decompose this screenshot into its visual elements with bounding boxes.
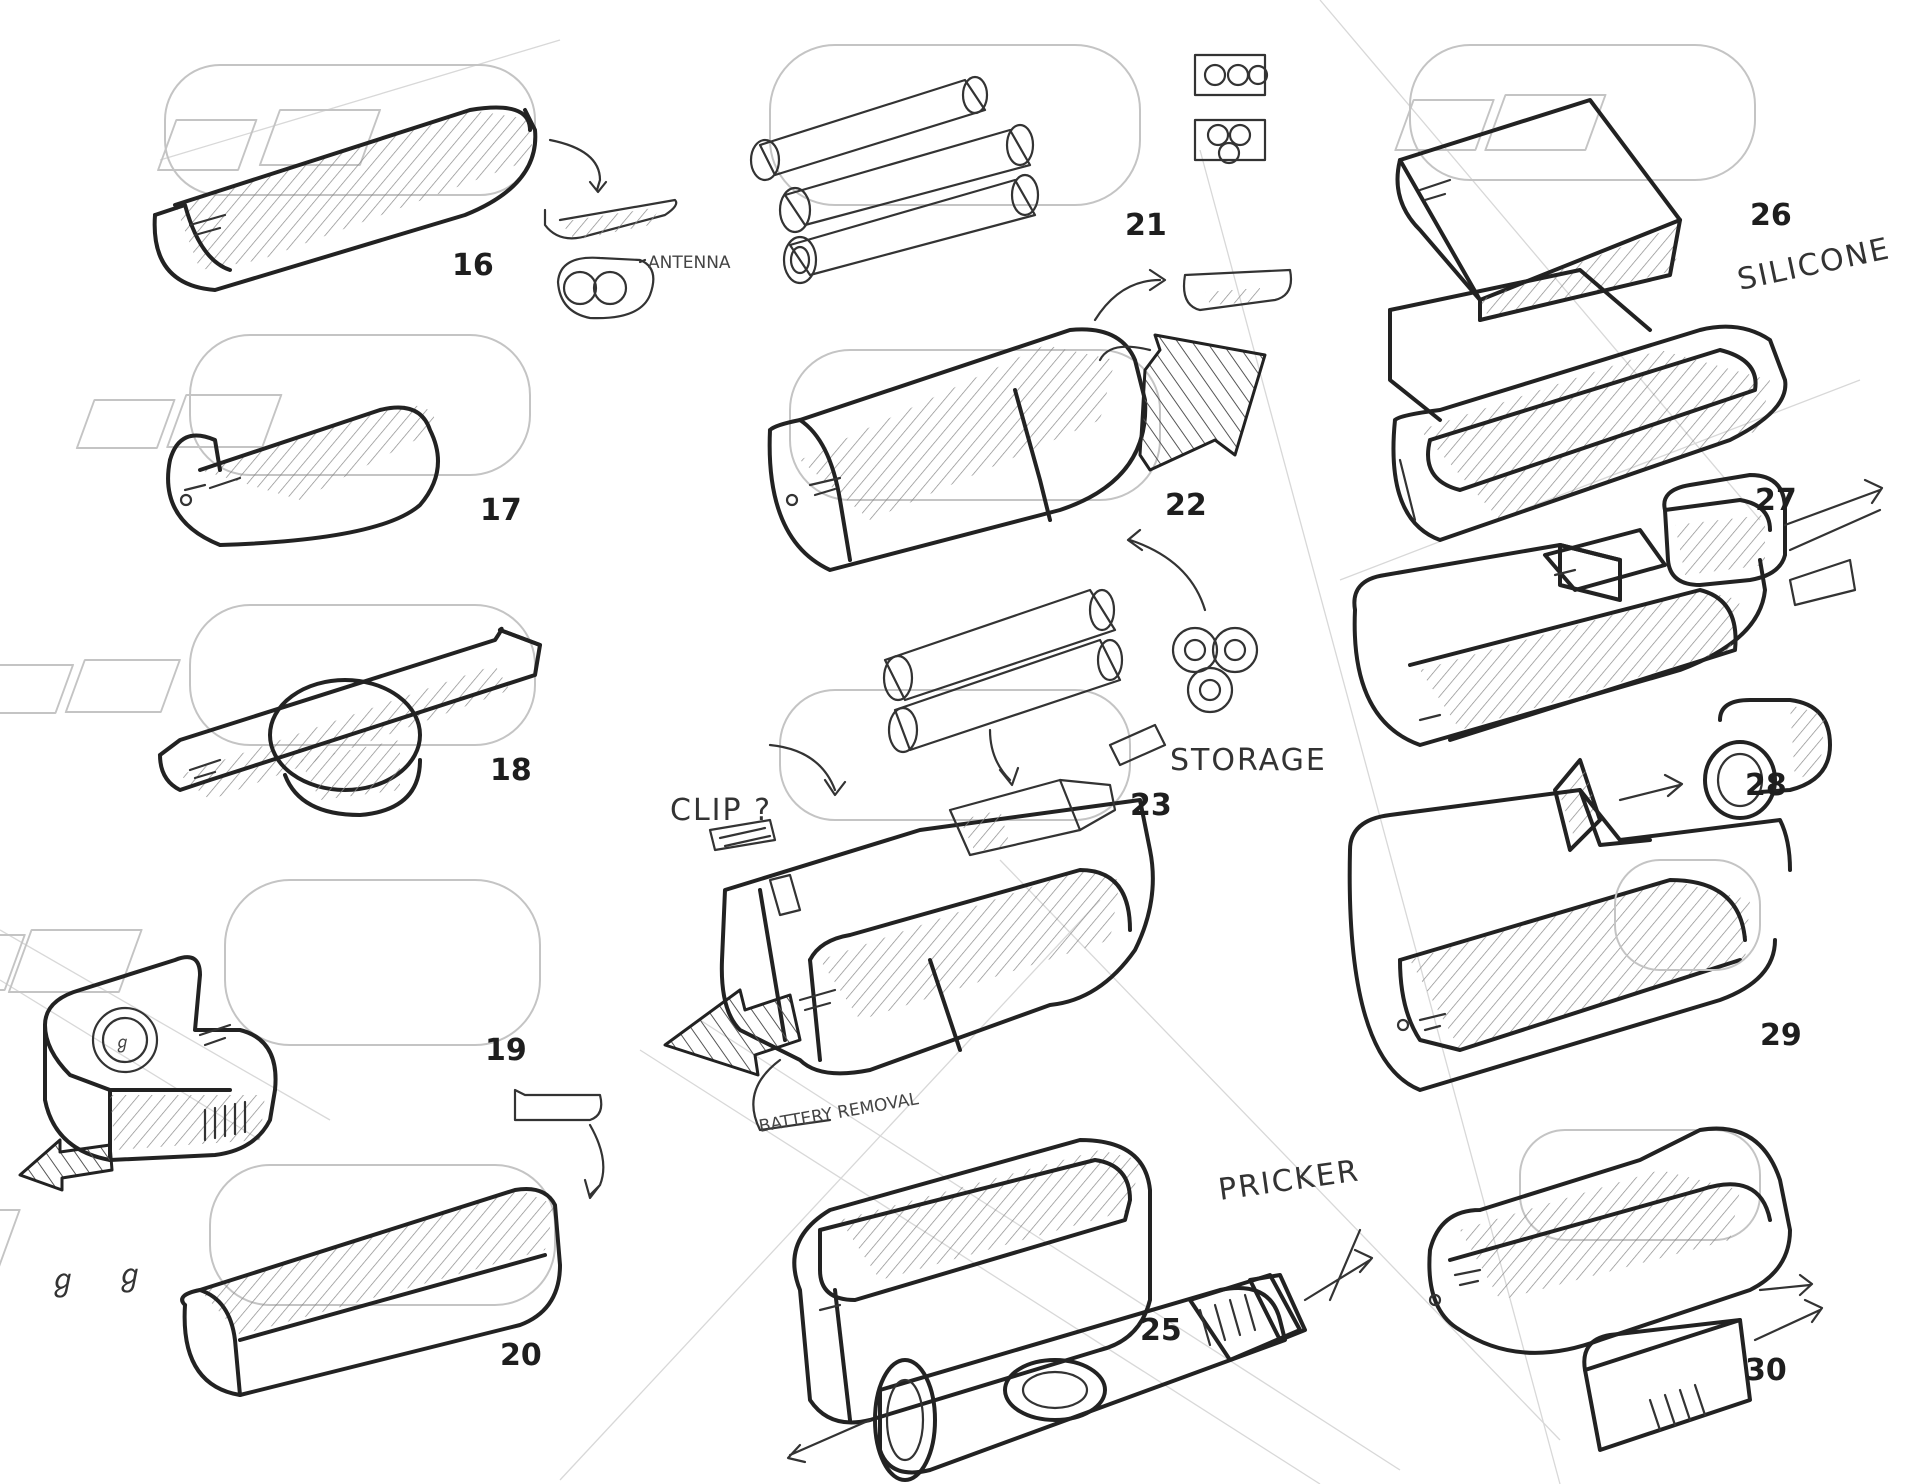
storage-note: STORAGE xyxy=(1170,743,1327,778)
sketch-label-26: 26 xyxy=(1750,198,1792,233)
sketch-label-18: 18 xyxy=(490,753,532,788)
sketch-label-17: 17 xyxy=(480,493,522,528)
sketch-label-22: 22 xyxy=(1165,488,1207,523)
sketch-16: ANTENNA 16 xyxy=(152,64,731,320)
sketch-label-16: 16 xyxy=(452,248,494,283)
silicone-note: SILICONE xyxy=(1734,231,1893,298)
sketch-label-25: 25 xyxy=(1140,1313,1182,1348)
sketch-28: 28 xyxy=(1352,528,1832,852)
sketch-29: 29 xyxy=(1347,788,1802,1092)
sketch-20: 20 ℊ ℊ xyxy=(0,1164,562,1397)
sketch-27: SILICONE 27 xyxy=(1388,231,1894,607)
sketch-label-27: 27 xyxy=(1755,483,1797,518)
svg-text:ℊ: ℊ xyxy=(115,1258,147,1294)
sketch-30: 30 xyxy=(1427,1126,1824,1452)
antenna-note: ANTENNA xyxy=(648,253,731,273)
svg-text:ℊ: ℊ xyxy=(114,1033,131,1053)
sketch-25: PRICKER 25 xyxy=(786,1138,1374,1482)
clip-note: CLIP ? xyxy=(670,793,772,828)
pricker-note: PRICKER xyxy=(1216,1153,1362,1207)
sketch-21: 21 xyxy=(749,44,1269,285)
svg-text:ℊ: ℊ xyxy=(48,1263,80,1299)
battery-removal-note: BATTERY REMOVAL xyxy=(757,1089,920,1137)
sketch-22: 22 xyxy=(767,268,1293,572)
sketch-label-19: 19 xyxy=(485,1033,527,1068)
sketch-label-29: 29 xyxy=(1760,1018,1802,1053)
sketch-label-20: 20 xyxy=(500,1338,542,1373)
sketch-label-28: 28 xyxy=(1745,768,1787,803)
sketch-26: 26 xyxy=(1394,44,1792,322)
sketch-label-30: 30 xyxy=(1745,1353,1787,1388)
sketch-19: ℊ 19 xyxy=(0,879,605,1200)
sketch-17: 17 xyxy=(75,334,531,547)
sketch-label-21: 21 xyxy=(1125,208,1167,243)
sketch-label-23: 23 xyxy=(1130,788,1172,823)
sketch-18: 18 xyxy=(0,604,542,817)
sketch-23: STORAGE CLIP ? BATTERY REMOVAL 23 xyxy=(663,528,1327,1137)
